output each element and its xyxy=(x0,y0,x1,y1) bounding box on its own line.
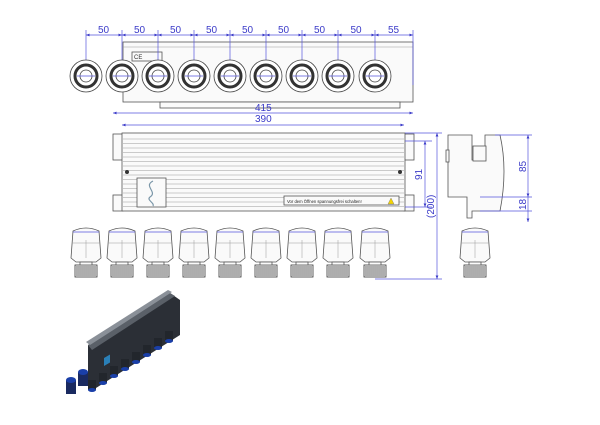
actuator xyxy=(178,227,210,278)
valve-port xyxy=(285,59,319,93)
dim-spacing: 50 xyxy=(242,25,254,36)
dim-200: (200) xyxy=(426,195,437,218)
actuator xyxy=(322,227,354,278)
dim-spacing: 50 xyxy=(134,25,146,36)
actuator xyxy=(214,227,246,278)
actuator xyxy=(106,227,138,278)
valve-port xyxy=(105,59,139,93)
top-housing-foot xyxy=(159,101,401,109)
valve-port xyxy=(321,59,355,93)
render-valve xyxy=(165,331,173,341)
render-valve xyxy=(132,352,140,362)
dim-spacing: 50 xyxy=(351,25,363,36)
dim-91: 91 xyxy=(414,168,425,180)
render-valve xyxy=(110,366,118,376)
valve-port xyxy=(69,59,103,93)
valve-port xyxy=(358,59,392,93)
logo-plate xyxy=(136,177,167,208)
side-view: 85 18 xyxy=(445,134,532,222)
ce-marking: CE xyxy=(134,55,142,61)
valve-port xyxy=(249,59,283,93)
actuator xyxy=(286,227,318,278)
top-view: CE 50 50 50 50 50 50 50 50 55 xyxy=(69,25,414,109)
dim-85: 85 xyxy=(518,160,529,172)
ce-marking-box xyxy=(131,51,163,62)
actuator xyxy=(142,227,174,278)
render-valve xyxy=(88,380,96,390)
dim-spacing: 50 xyxy=(170,25,182,36)
actuator xyxy=(459,227,491,278)
dim-spacing: 50 xyxy=(314,25,326,36)
warning-label xyxy=(283,195,400,206)
actuator xyxy=(359,227,391,278)
dim-390: 390 xyxy=(255,114,272,125)
render-valve xyxy=(121,359,129,369)
actuator xyxy=(70,227,102,278)
render-valve xyxy=(154,338,162,348)
screw-icon xyxy=(398,170,402,174)
controller-3d-render xyxy=(66,290,180,394)
dim-spacing: 50 xyxy=(278,25,290,36)
actuator-row xyxy=(70,227,491,278)
dim-18: 18 xyxy=(518,198,529,210)
render-valve xyxy=(99,373,107,383)
s-logo-icon xyxy=(148,180,154,207)
screw-icon xyxy=(125,170,129,174)
valve-row xyxy=(69,59,392,93)
valve-port xyxy=(177,59,211,93)
valve-port xyxy=(213,59,247,93)
warning-label-text: Vor dem Öffnen spannungsfrei schalten! xyxy=(287,199,362,204)
warning-triangle-icon xyxy=(387,197,395,205)
dim-spacing: 50 xyxy=(206,25,218,36)
valve-port xyxy=(141,59,175,93)
actuator xyxy=(250,227,282,278)
dim-415: 415 xyxy=(255,103,272,114)
render-valve xyxy=(143,345,151,355)
front-view: 415 390 Vor dem Öffnen spannungsfrei sch… xyxy=(112,103,442,280)
dim-spacing: 50 xyxy=(98,25,110,36)
dim-spacing: 55 xyxy=(388,25,400,36)
